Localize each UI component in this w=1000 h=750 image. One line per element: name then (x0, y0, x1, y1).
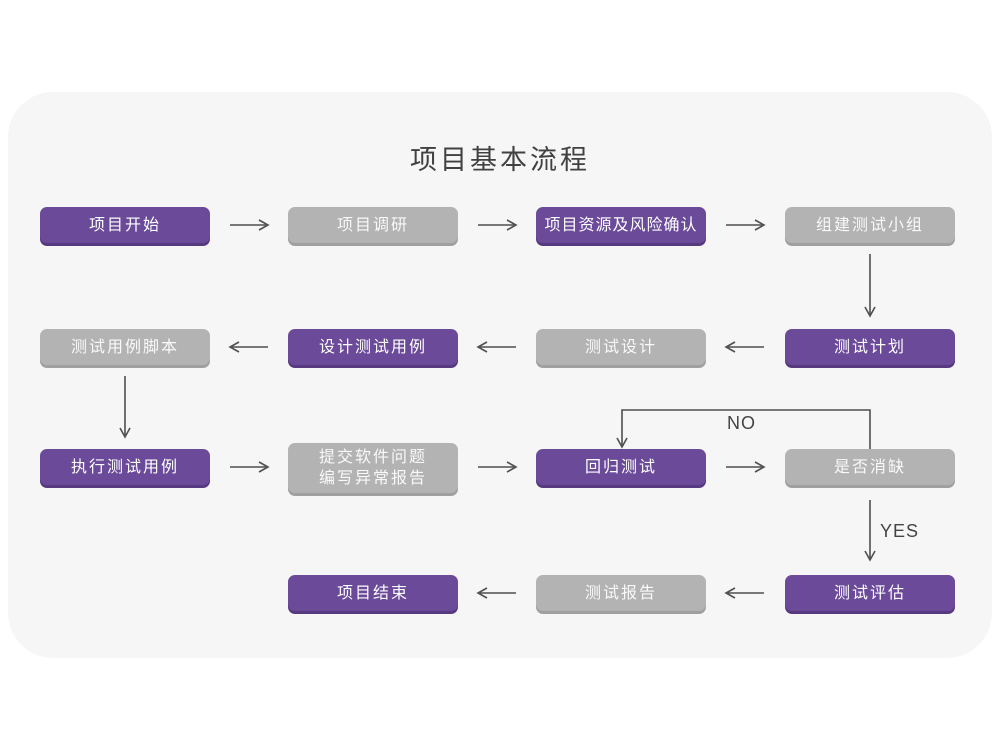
page-title: 项目基本流程 (410, 145, 590, 175)
node-test-design: 测试设计 (536, 329, 706, 365)
branch-label-no: NO (727, 413, 756, 433)
node-regression-test: 回归测试 (536, 449, 706, 485)
node-defect-cleared: 是否消缺 (785, 449, 955, 485)
node-submit-issue-report-line2: 编写异常报告 (318, 470, 427, 487)
node-test-report: 测试报告 (536, 575, 706, 611)
flowchart-card (8, 92, 992, 658)
branch-label-yes: YES (880, 521, 920, 541)
node-design-test-case: 设计测试用例 (288, 329, 458, 365)
node-test-evaluation: 测试评估 (785, 575, 955, 611)
node-project-start: 项目开始 (40, 207, 210, 243)
node-build-test-team: 组建测试小组 (785, 207, 955, 243)
node-project-end: 项目结束 (288, 575, 458, 611)
node-resources-risk: 项目资源及风险确认 (536, 207, 706, 243)
node-test-case-script: 测试用例脚本 (40, 329, 210, 365)
node-submit-issue-report: 提交软件问题 编写异常报告 (288, 443, 458, 493)
node-execute-test-case: 执行测试用例 (40, 449, 210, 485)
node-project-research: 项目调研 (288, 207, 458, 243)
node-submit-issue-report-line1: 提交软件问题 (318, 449, 427, 466)
node-test-plan: 测试计划 (785, 329, 955, 365)
